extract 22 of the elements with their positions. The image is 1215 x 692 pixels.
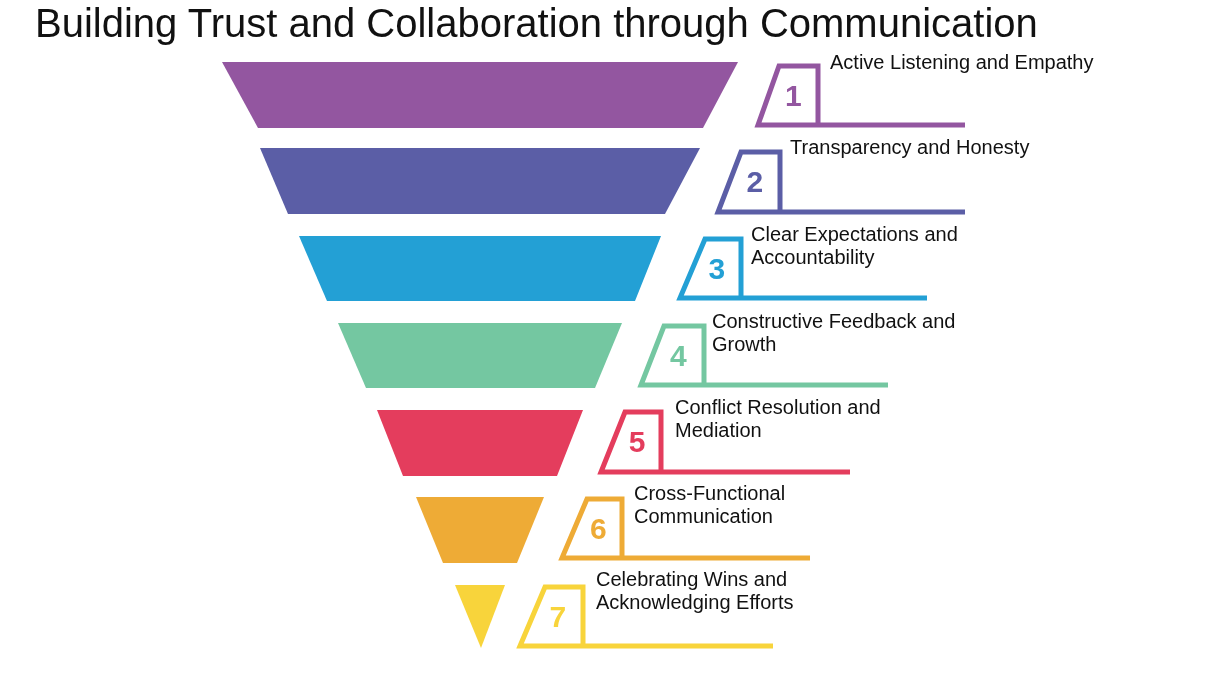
step-label: Active Listening and Empathy xyxy=(830,51,1095,74)
step-label: Cross-Functional Communication xyxy=(634,482,787,528)
funnel-segment xyxy=(416,497,544,563)
step-number: 5 xyxy=(627,426,647,458)
step-label: Celebrating Wins and Acknowledging Efforts xyxy=(596,568,795,614)
funnel-segment xyxy=(338,323,622,388)
step-number: 1 xyxy=(783,79,803,112)
funnel-segment xyxy=(299,236,661,301)
title: Building Trust and Collaboration through Communication xyxy=(35,0,1038,46)
funnel-segment xyxy=(260,148,700,214)
step-label: Constructive Feedback and Growth xyxy=(712,310,957,356)
step-number: 4 xyxy=(668,339,688,372)
funnel-tip xyxy=(455,585,505,648)
funnel-segment xyxy=(222,62,738,128)
step-label: Transparency and Honesty xyxy=(790,136,1031,159)
step-number: 6 xyxy=(588,512,608,545)
funnel-segment xyxy=(377,410,583,476)
step-number: 3 xyxy=(707,252,727,285)
step-label: Clear Expectations and Accountability xyxy=(751,223,959,269)
step-number: 2 xyxy=(745,166,765,198)
step-number: 7 xyxy=(548,600,568,633)
step-label: Conflict Resolution and Mediation xyxy=(675,396,882,442)
